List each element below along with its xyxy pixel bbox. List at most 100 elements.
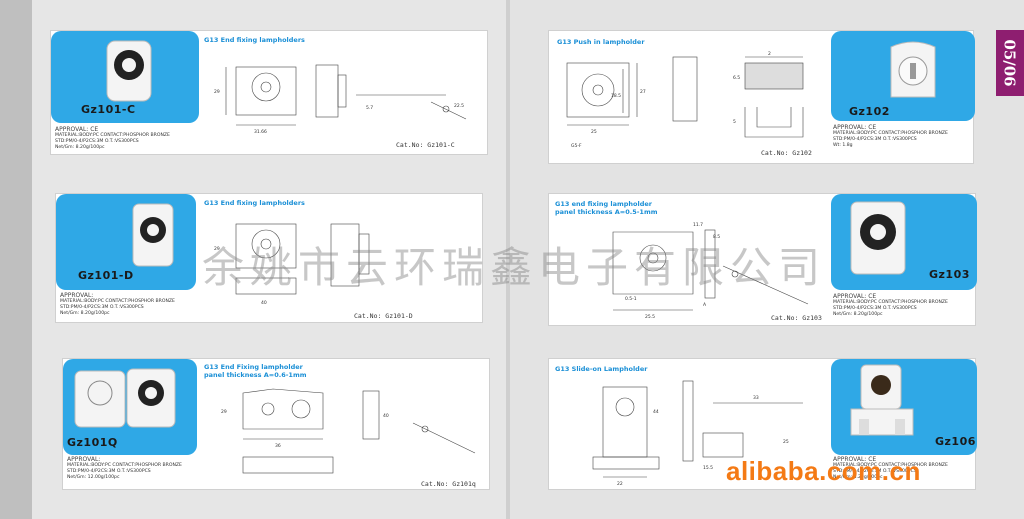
approval-label: APPROVAL: CE <box>833 124 877 131</box>
spec-line: STD:PM/0-4/P2CS:3M O.T.:VS300PCS <box>55 139 139 144</box>
product-card-gz102: G13 Push in lampholder 25 27 18.5 G5-F 2… <box>548 30 975 164</box>
spec-line: Wt: 1.8g <box>833 143 853 148</box>
dim-label: 36 <box>275 443 281 449</box>
model-label: Gz103 <box>929 268 970 281</box>
product-title: G13 End Fixing lampholder <box>204 363 303 371</box>
spec-line: MATERIAL:BODY:PC CONTACT:PHOSPHOR BRONZE <box>60 299 175 304</box>
lampholder-icon <box>890 41 936 98</box>
dim-label: 40 <box>261 300 267 306</box>
spec-line: MATERIAL:BODY:PC CONTACT:PHOSPHOR BRONZE <box>833 300 948 305</box>
technical-drawing: 29 40 <box>214 223 370 306</box>
dim-label: 6.5 <box>733 75 740 81</box>
catalog-number: Cat.No: Gz101q <box>421 480 476 488</box>
technical-drawing: 22 44 15.5 33 25 <box>592 380 803 487</box>
dim-label: 25.5 <box>645 314 655 320</box>
dim-label: 44 <box>653 409 659 415</box>
spec-block: APPROVAL: MATERIAL:BODY:PC CONTACT:PHOSP… <box>60 293 175 317</box>
spec-line: Net/Gm: 8.20g/100pc <box>833 312 883 317</box>
spec-line: Net/Gm: 12.00g/100pc <box>67 475 120 480</box>
catalog-number: Cat.No: Gz102 <box>761 149 812 157</box>
dim-label: 29 <box>221 409 227 415</box>
dim-label: 5 <box>733 119 736 125</box>
product-photo-gz101d: Gz101-D <box>56 194 196 290</box>
approval-label: APPROVAL: <box>60 292 94 299</box>
technical-drawing: 25 27 18.5 G5-F 2 6.5 5 <box>566 51 804 149</box>
model-label: Gz106 <box>935 435 976 448</box>
product-photo-gz101q: Gz101Q <box>63 359 197 455</box>
spec-block: APPROVAL: CE MATERIAL:BODY:PC CONTACT:PH… <box>833 457 948 481</box>
lampholder-icon <box>850 364 914 436</box>
spec-block: APPROVAL: CE MATERIAL:BODY:PC CONTACT:PH… <box>55 127 170 151</box>
product-photo-gz106: Gz106 <box>831 359 977 455</box>
product-card-gz106: G13 Slide-on Lampholder 22 44 15.5 33 25… <box>548 358 977 490</box>
dim-label: 33 <box>753 395 759 401</box>
dim-label: 29 <box>214 89 220 95</box>
dim-label: 31.66 <box>254 129 267 135</box>
lampholder-icon <box>74 368 176 428</box>
dim-label: 22 <box>617 481 623 487</box>
page-number-label: 05/06 <box>1001 39 1020 87</box>
model-label: Gz101Q <box>67 436 118 449</box>
dim-label: 0.5-1 <box>625 296 637 302</box>
spec-line: MATERIAL:BODY:PC CONTACT:PHOSPHOR BRONZE <box>833 463 948 468</box>
technical-drawing: 0.5-1 25.5 11.7 8.5 A <box>612 222 809 320</box>
product-subtitle: panel thickness A=0.6-1mm <box>204 371 307 379</box>
dim-label: 2 <box>768 51 771 57</box>
spec-block: APPROVAL: CE MATERIAL:BODY:PC CONTACT:PH… <box>833 294 948 318</box>
spec-line: STD:PM/0-4/P2CS:3M O.T.:VS300PCS <box>60 305 144 310</box>
dim-label: 29 <box>214 246 220 252</box>
model-label: Gz101-D <box>78 269 134 282</box>
product-title: G13 Push in lampholder <box>557 38 645 46</box>
spec-line: Net/Gm: 8.20g/100pc <box>55 145 105 150</box>
product-card-gz101c: Gz101-C APPROVAL: CE MATERIAL:BODY:PC CO… <box>50 30 488 155</box>
product-card-gz101q: Gz101Q APPROVAL: MATERIAL:BODY:PC CONTAC… <box>62 358 490 490</box>
dim-label: 25 <box>783 439 789 445</box>
dim-label: 8.5 <box>713 234 720 240</box>
product-photo-gz102: Gz102 <box>831 31 975 121</box>
technical-drawing: 36 29 40 <box>221 388 476 474</box>
dim-label: G5-F <box>571 143 582 149</box>
dim-label: 11.7 <box>693 222 703 228</box>
product-photo-gz101c: Gz101-C <box>51 31 199 123</box>
spec-line: Net/Gm: 8.20g/100pc <box>833 475 883 480</box>
product-photo-gz103: Gz103 <box>831 194 977 290</box>
dim-label: A <box>703 302 707 308</box>
approval-label: APPROVAL: CE <box>55 126 99 133</box>
page-spine <box>506 0 510 519</box>
spec-line: MATERIAL:BODY:PC CONTACT:PHOSPHOR BRONZE <box>67 463 182 468</box>
lampholder-icon <box>850 201 906 275</box>
dim-label: 40 <box>383 413 389 419</box>
dim-label: 22.5 <box>454 103 464 109</box>
brand-watermark: alibaba.com.cn <box>726 456 921 486</box>
product-title: G13 Slide-on Lampholder <box>555 365 648 373</box>
approval-label: APPROVAL: CE <box>833 456 877 463</box>
spec-line: STD:PM/0-4/P2CS:3M O.T.:VS300PCS <box>67 469 151 474</box>
spec-line: STD:PM/0-4/P2CS:3M O.T.:VS300PCS <box>833 137 917 142</box>
spec-line: STD:PM/0-4/P2CS:3M O.T.:VS300PCS <box>833 306 917 311</box>
catalog-number: Cat.No: Gz101-D <box>354 312 413 320</box>
dim-label: 15.5 <box>703 465 713 471</box>
spec-block: APPROVAL: MATERIAL:BODY:PC CONTACT:PHOSP… <box>67 457 182 481</box>
spec-line: MATERIAL:BODY:PC CONTACT:PHOSPHOR BRONZE <box>55 133 170 138</box>
dim-label: 18.5 <box>611 93 621 99</box>
dim-label: 5.7 <box>366 105 373 111</box>
spec-block: APPROVAL: CE MATERIAL:BODY:PC CONTACT:PH… <box>833 125 948 149</box>
technical-drawing: 31.66 29 5.7 22.5 <box>214 64 467 135</box>
page-number-tab: 05/06 <box>996 30 1024 96</box>
catalog-number: Cat.No: Gz103 <box>771 314 822 322</box>
spec-line: Net/Gm: 8.20g/100pc <box>60 311 110 316</box>
approval-label: APPROVAL: CE <box>833 293 877 300</box>
spec-line: MATERIAL:BODY:PC CONTACT:PHOSPHOR BRONZE <box>833 131 948 136</box>
lampholder-icon <box>132 203 174 267</box>
dim-label: 27 <box>640 89 646 95</box>
catalog-number: Cat.No: Gz101-C <box>396 141 455 149</box>
product-subtitle: panel thickness A=0.5-1mm <box>555 208 658 216</box>
model-label: Gz101-C <box>81 103 136 116</box>
product-title: G13 End fixing lampholders <box>204 199 305 207</box>
product-card-gz101d: Gz101-D APPROVAL: MATERIAL:BODY:PC CONTA… <box>55 193 483 323</box>
model-label: Gz102 <box>849 105 890 118</box>
lampholder-icon <box>106 40 152 102</box>
product-title: G13 end fixing lampholder <box>555 200 653 208</box>
dim-label: 25 <box>591 129 597 135</box>
spec-line: STD:PM/0-4/P2CS:3M O.T.:VS300PCS <box>833 469 917 474</box>
